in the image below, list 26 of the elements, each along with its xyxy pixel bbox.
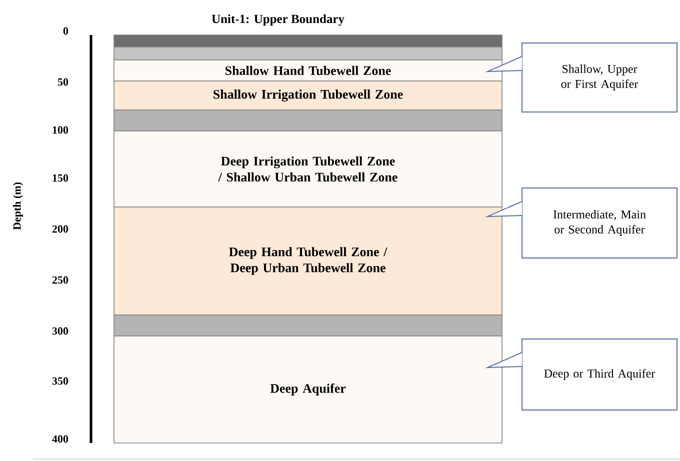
tick-label: 0 <box>63 27 68 35</box>
tick-label: 300 <box>52 327 68 335</box>
layer-band <box>114 314 502 336</box>
layer-band: Deep Hand Tubewell Zone / Deep Urban Tubewell Zone <box>114 206 502 316</box>
callout-box: Intermediate, Main or Second Aquifer <box>522 188 678 258</box>
tick-label: 50 <box>58 78 68 86</box>
layer-band: Shallow Hand Tubewell Zone <box>114 60 502 82</box>
layer-band: Deep Aquifer <box>114 336 502 444</box>
layer-band <box>114 110 502 132</box>
layer-band: Shallow Irrigation Tubewell Zone <box>114 80 502 110</box>
tick-label: 200 <box>52 225 68 233</box>
callout-box: Deep or Third Aquifer <box>522 338 678 410</box>
callout-pointer <box>484 56 522 72</box>
callout-box: Shallow, Upper or First Aquifer <box>522 42 678 112</box>
heading: Unit-1: Upper Boundary <box>212 14 344 26</box>
layer-band: Deep Irrigation Tubewell Zone / Shallow Urban Tubewell Zone <box>114 130 502 208</box>
axis-title: Depth (m) <box>13 182 23 230</box>
callout-pointer <box>484 352 522 368</box>
tick-label: 150 <box>52 174 68 182</box>
tick-label: 100 <box>52 126 68 134</box>
tick-label: 350 <box>52 377 68 385</box>
callout-pointer <box>484 201 522 218</box>
tick-label: 250 <box>52 276 68 284</box>
layer-band <box>114 46 502 60</box>
layer-band <box>114 34 502 48</box>
tick-label: 400 <box>52 435 68 443</box>
